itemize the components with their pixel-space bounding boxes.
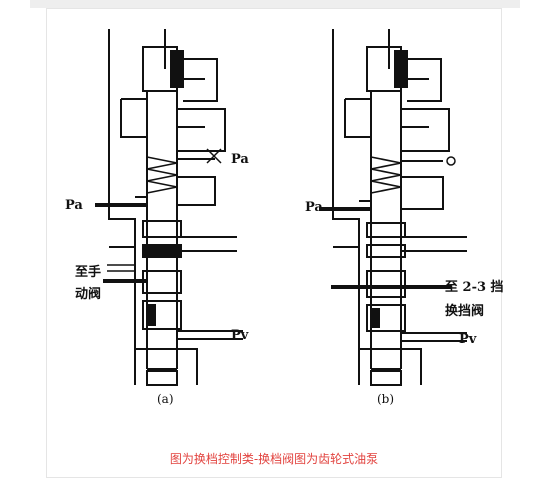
figure-card: Pa Pa 至手 动阀 Pv (a) Pa 至 2-3 挡 换挡阀 Pv (b)… xyxy=(46,8,504,478)
shift-valve-diagram xyxy=(95,29,467,386)
panel-b-valve xyxy=(319,29,467,386)
label-pa-left-a: Pa xyxy=(65,198,83,213)
panel-a-valve xyxy=(95,29,243,386)
label-to-23-1: 至 2-3 挡 xyxy=(445,280,504,295)
label-pv-a: Pv xyxy=(231,328,249,343)
label-to-manual-2: 动阀 xyxy=(75,287,102,302)
sublabel-a: (a) xyxy=(157,392,174,406)
label-to-manual-1: 至手 xyxy=(75,265,102,280)
top-strip xyxy=(30,0,520,8)
label-pa-top-a: Pa xyxy=(231,152,249,167)
sublabel-b: (b) xyxy=(377,392,395,406)
label-pa-left-b: Pa xyxy=(305,200,323,215)
label-to-23-2: 换挡阀 xyxy=(445,304,485,319)
figure-caption: 图为换档控制类-换档阀图为齿轮式油泵 xyxy=(169,452,379,466)
label-pv-b: Pv xyxy=(459,332,477,347)
